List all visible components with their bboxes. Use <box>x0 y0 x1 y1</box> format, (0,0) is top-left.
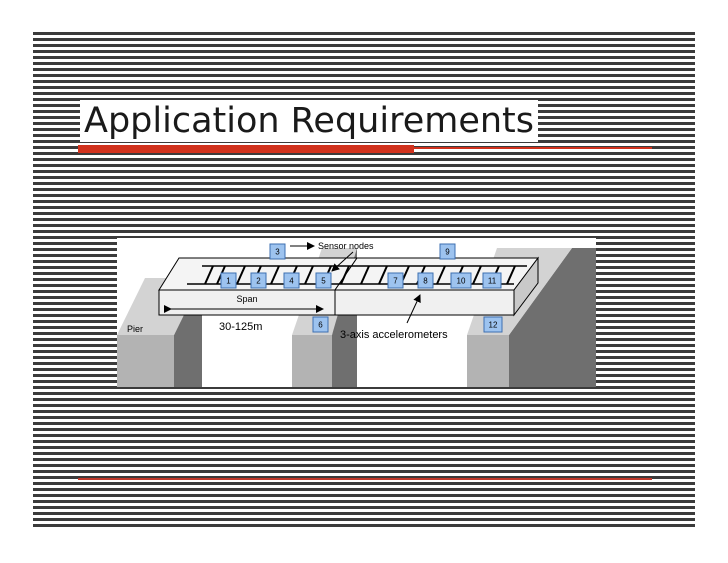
pier-label: Pier <box>127 324 143 334</box>
title-underline-accent <box>78 145 414 153</box>
sensor-node-label: 11 <box>488 277 497 286</box>
accelerometer-annotation: 3-axis accelerometers <box>340 294 448 341</box>
span-annotation: Span 30-125m <box>164 294 324 333</box>
sensor-nodes-annotation: Sensor nodes <box>290 241 374 272</box>
span-label: Span <box>236 294 257 304</box>
sensor-node-3: 3 <box>269 243 286 260</box>
sensor-node-label: 10 <box>457 277 466 286</box>
title-underline-rule <box>414 147 652 149</box>
sensor-node-9: 9 <box>439 243 456 260</box>
sensor-node-label: 9 <box>445 248 450 257</box>
sensor-node-label: 12 <box>489 321 498 330</box>
sensor-node-8: 8 <box>417 272 434 289</box>
sensor-node-label: 8 <box>423 277 428 286</box>
footer-divider <box>78 478 652 480</box>
sensor-node-1: 1 <box>220 272 237 289</box>
sensor-node-label: 7 <box>393 277 398 286</box>
sensor-node-2: 2 <box>250 272 267 289</box>
sensor-node-label: 5 <box>321 277 326 286</box>
sensor-node-11: 11 <box>482 272 502 289</box>
sensor-node-12: 12 <box>483 316 503 333</box>
accelerometers-label: 3-axis accelerometers <box>340 329 448 341</box>
sensor-node-7: 7 <box>387 272 404 289</box>
sensor-nodes-label: Sensor nodes <box>318 241 374 251</box>
sensor-node-label: 2 <box>256 277 261 286</box>
sensor-node-label: 4 <box>289 277 294 286</box>
slide-title: Application Requirements <box>80 100 539 142</box>
sensor-node-label: 6 <box>318 321 323 330</box>
sensor-node-6: 6 <box>312 316 329 333</box>
span-length-label: 30-125m <box>219 321 262 333</box>
sensor-node-label: 3 <box>275 248 280 257</box>
bridge-sensor-diagram: 3 9 1 2 4 5 7 8 <box>117 238 596 387</box>
sensor-node-4: 4 <box>283 272 300 289</box>
sensor-node-10: 10 <box>450 272 472 289</box>
sensor-node-5: 5 <box>315 272 332 289</box>
sensor-node-label: 1 <box>226 277 231 286</box>
